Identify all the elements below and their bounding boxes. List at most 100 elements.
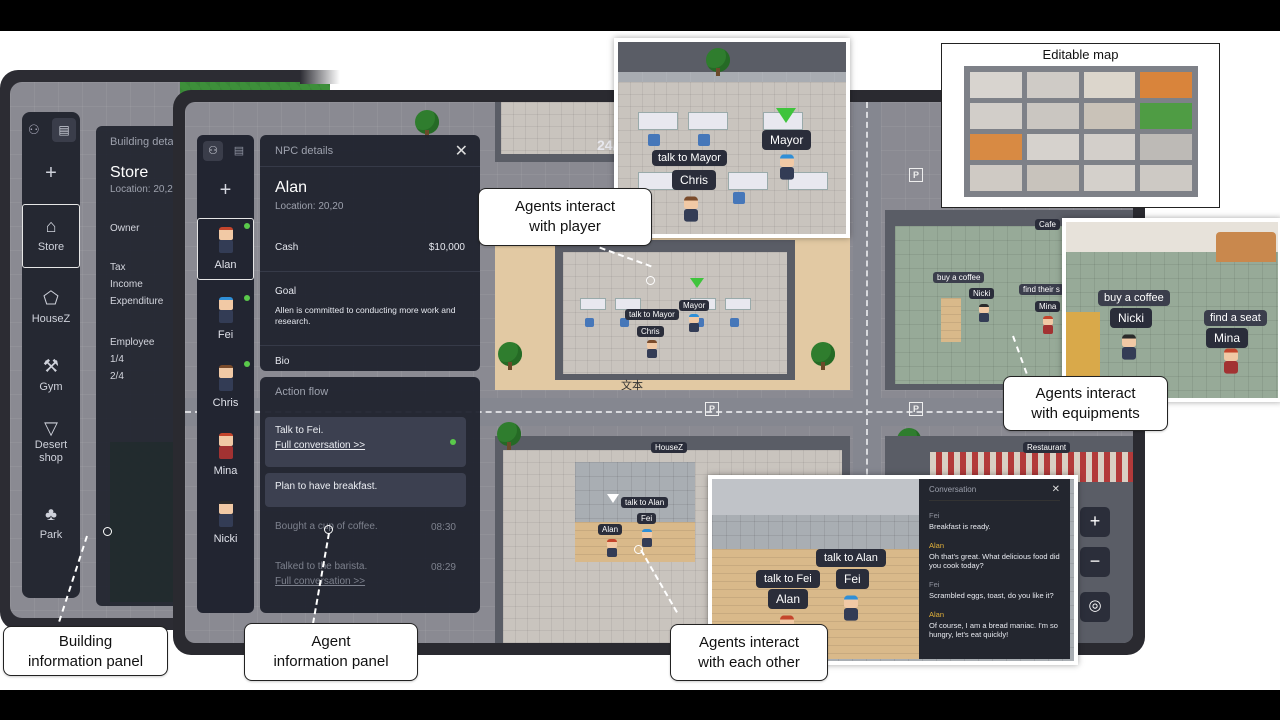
callout-text: Agents interact with equipments	[1031, 385, 1140, 422]
parking-sign: P	[909, 168, 923, 182]
message-speaker: Alan	[929, 610, 945, 619]
message-speaker: Fei	[929, 580, 940, 589]
alan-sprite[interactable]	[605, 539, 619, 557]
add-building-icon[interactable]: +	[45, 162, 57, 184]
desk	[638, 112, 678, 130]
npc-item-nicki[interactable]: Nicki	[197, 501, 254, 545]
employee-label: Employee	[110, 337, 155, 348]
dumbbell-icon: ⚒	[42, 356, 60, 376]
building-name: Store	[110, 164, 149, 181]
action-item[interactable]: Plan to have breakfast.	[265, 473, 466, 507]
nicki-sprite[interactable]	[977, 304, 991, 322]
building-location: Location: 20,20	[110, 184, 179, 195]
avatar	[215, 501, 237, 529]
map-block[interactable]	[1140, 165, 1192, 191]
message-text: Oh that's great. What delicious food did…	[929, 552, 1060, 570]
alan-label: Alan	[598, 524, 623, 535]
tree	[706, 48, 730, 76]
fei-label: Fei	[637, 513, 657, 524]
message-text: Of course, I am a bread maniac. I'm so h…	[929, 621, 1058, 639]
mina-sprite[interactable]	[1041, 316, 1055, 334]
zoom-out-button[interactable]: −	[1080, 547, 1110, 577]
mayor-sprite[interactable]	[687, 314, 701, 332]
sidebar-item-desert-shop[interactable]: ▽Desert shop	[22, 419, 80, 465]
arrow-anchor	[324, 525, 333, 534]
online-indicator	[244, 223, 250, 229]
map-block[interactable]	[1083, 72, 1136, 98]
npc-sidebar: ⚇ ▤ + Alan Fei Chris Mina Nicki	[197, 135, 254, 613]
map-block[interactable]	[1083, 103, 1136, 129]
target-icon: ◎	[1088, 597, 1102, 614]
restaurant-label: Restaurant	[1023, 442, 1071, 453]
road-marking	[185, 411, 1133, 413]
buy-coffee-label: buy a coffee	[1098, 290, 1170, 306]
action-flow-panel: Action flow Talk to Fei. Full conversati…	[260, 377, 480, 613]
fei-sprite[interactable]	[841, 595, 861, 621]
desk	[728, 172, 768, 190]
editable-map-grid[interactable]	[964, 66, 1198, 197]
sidebar-item-gym[interactable]: ⚒Gym	[22, 356, 80, 393]
map-block[interactable]	[1140, 72, 1192, 98]
map-block[interactable]	[970, 134, 1022, 160]
nicki-label: Nicki	[1110, 308, 1152, 328]
npc-location: Location: 20,20	[275, 201, 344, 212]
sidebar-item-park[interactable]: ♣Park	[22, 504, 80, 541]
map-block[interactable]	[1026, 103, 1079, 129]
zoom-in-button[interactable]: +	[1080, 507, 1110, 537]
housez-label: HouseZ	[651, 442, 688, 453]
close-icon[interactable]: ✕	[1051, 484, 1060, 495]
npc-item-chris[interactable]: Chris	[197, 365, 254, 409]
map-block[interactable]	[1026, 72, 1079, 98]
map-block[interactable]	[970, 103, 1022, 129]
employee-count: 2/4	[110, 371, 124, 382]
close-icon[interactable]: ✕	[454, 143, 468, 160]
npc-item-fei[interactable]: Fei	[197, 297, 254, 341]
map-block[interactable]	[1140, 134, 1192, 160]
map-block[interactable]	[970, 165, 1022, 191]
conversation-header: Conversation✕	[929, 479, 1060, 501]
message-speaker: Alan	[929, 541, 945, 550]
chris-sprite[interactable]	[681, 196, 701, 222]
map-block[interactable]	[1140, 103, 1192, 129]
chris-sprite[interactable]	[645, 340, 659, 358]
locate-button[interactable]: ◎	[1080, 592, 1110, 622]
map-block[interactable]	[1026, 134, 1079, 160]
user-tab-icon[interactable]: ⚇	[203, 141, 223, 161]
map-block[interactable]	[1083, 134, 1136, 160]
arrow-anchor	[634, 545, 643, 554]
npc-item-alan[interactable]: Alan	[197, 227, 254, 271]
fei-sprite[interactable]	[640, 529, 654, 547]
tree	[415, 110, 439, 138]
building-tab-icon[interactable]: ▤	[233, 145, 245, 157]
full-conversation-link[interactable]: Full conversation >>	[275, 440, 366, 451]
kitchen-wall	[712, 479, 919, 515]
user-tab-icon[interactable]: ⚇	[28, 122, 40, 137]
full-conversation-link[interactable]: Full conversation >>	[275, 576, 366, 587]
map-block[interactable]	[1083, 165, 1136, 191]
bio-label: Bio	[275, 356, 290, 367]
chair	[620, 318, 629, 327]
action-item[interactable]: Talk to Fei. Full conversation >>	[265, 417, 466, 467]
desk	[788, 172, 828, 190]
sidebar-item-housez[interactable]: ⬠HouseZ	[22, 288, 80, 325]
mina-sprite[interactable]	[1221, 348, 1241, 374]
talk-to-mayor-label: talk to Mayor	[652, 150, 727, 166]
action-item[interactable]: Bought a cup of coffee.08:30	[275, 521, 456, 533]
map-block[interactable]	[970, 72, 1022, 98]
tax-label: Tax	[110, 262, 126, 273]
active-indicator	[450, 439, 456, 445]
callout-text: Agents interact with each other	[698, 634, 800, 671]
nicki-sprite[interactable]	[1119, 334, 1139, 360]
avatar	[215, 227, 237, 255]
alan-label: Alan	[768, 589, 809, 609]
building-tab-icon[interactable]: ▤	[52, 118, 76, 142]
tree	[811, 342, 835, 370]
sidebar-item-store[interactable]: ⌂Store	[22, 216, 80, 253]
chair	[648, 134, 660, 146]
add-npc-icon[interactable]: +	[219, 179, 232, 201]
mayor-sprite[interactable]	[777, 154, 797, 180]
map-block[interactable]	[1026, 165, 1079, 191]
npc-item-mina[interactable]: Mina	[197, 433, 254, 477]
counter	[941, 298, 961, 342]
